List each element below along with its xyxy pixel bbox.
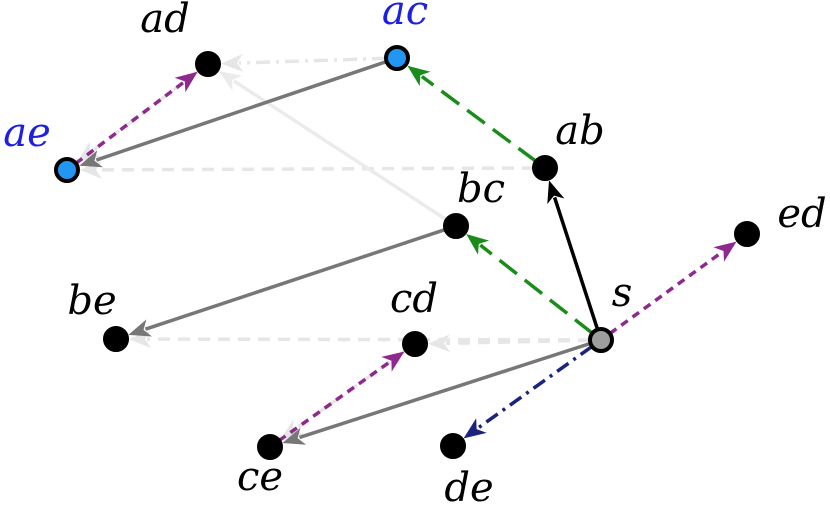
arrowhead-icon (463, 418, 487, 439)
arrowhead-icon (282, 427, 307, 445)
arrowhead-icon (466, 234, 490, 255)
edge-bc-to-be (128, 227, 447, 337)
node-ce (257, 434, 283, 460)
arrowhead-icon (713, 241, 737, 262)
node-label-ed: ed (777, 191, 826, 237)
arrowhead-icon (218, 71, 243, 91)
edge-s-to-ed (608, 241, 737, 335)
arrowhead-icon (547, 180, 565, 205)
node-label-ae: ae (3, 110, 51, 156)
arrowhead-icon (79, 150, 103, 168)
edge-line (232, 79, 448, 222)
node-ed (734, 221, 760, 247)
edge-line (445, 338, 591, 346)
edge-line (420, 75, 538, 163)
edge-s-to-bc (466, 234, 594, 335)
arrowhead-icon (128, 319, 153, 337)
arrowhead-icon (174, 71, 198, 93)
node-cd (402, 331, 428, 357)
node-ab (532, 155, 558, 181)
edge-line (146, 337, 591, 342)
node-ae (54, 157, 80, 183)
edge-ab-to-ac (407, 65, 538, 163)
edge-line (95, 59, 388, 162)
edge-s-to-ab (547, 180, 600, 331)
node-label-de: de (444, 465, 493, 511)
edge-s-to-ce (282, 341, 592, 445)
edge-line (97, 166, 535, 172)
node-label-cd: cd (390, 276, 438, 322)
edge-bc-to-ad (218, 71, 448, 222)
arrowhead-icon (407, 65, 431, 87)
node-bc (443, 213, 469, 239)
edge-ae-to-ad (74, 71, 198, 165)
arrowhead-icon (221, 53, 244, 72)
node-de (440, 433, 466, 459)
node-s (588, 327, 614, 353)
node-ad (195, 51, 221, 77)
edge-line (552, 196, 600, 331)
node-ac (384, 45, 410, 71)
node-label-be: be (67, 278, 116, 324)
edge-line (74, 81, 185, 165)
node-label-ce: ce (237, 454, 283, 500)
edge-line (144, 227, 447, 331)
arrowhead-icon (381, 351, 405, 372)
arrowhead-icon (428, 334, 451, 353)
edge-line (238, 56, 387, 65)
edge-line (298, 341, 592, 440)
edge-s-to-de (463, 344, 594, 439)
node-label-ac: ac (382, 0, 428, 34)
node-label-ad: ad (140, 0, 189, 42)
edge-ac-to-ad (221, 53, 387, 72)
node-be (103, 326, 129, 352)
edge-s-to-be (129, 330, 591, 349)
edge-s-to-cd (428, 334, 591, 353)
edge-line (277, 360, 391, 443)
node-label-ab: ab (555, 108, 604, 154)
node-layer (54, 45, 760, 460)
edge-ce-to-cd (277, 351, 405, 443)
edge-ac-to-ae (79, 59, 388, 168)
label-layer: ad ac ae ab bc ed be cd s ce de (3, 0, 826, 511)
node-label-s: s (612, 270, 633, 316)
node-label-bc: bc (457, 166, 505, 212)
edge-line (479, 243, 594, 335)
edge-line (477, 344, 594, 430)
edge-line (608, 250, 723, 335)
edge-layer (74, 53, 737, 445)
